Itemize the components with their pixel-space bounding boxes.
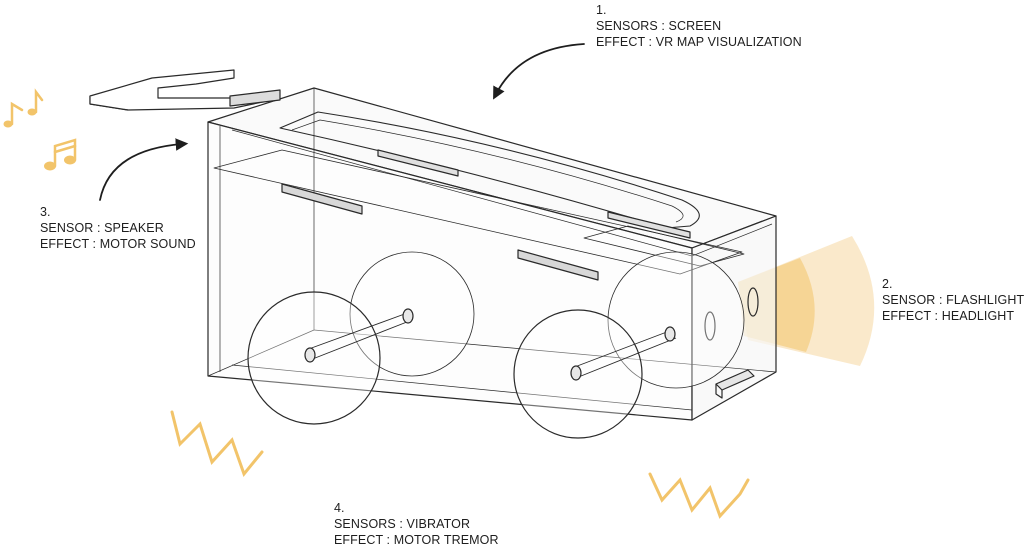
cart-body bbox=[207, 87, 777, 421]
callout-sensor: SENSOR : FLASHLIGHT bbox=[882, 293, 1024, 307]
arrow-speaker bbox=[99, 138, 189, 201]
callout-flashlight: 2. SENSOR : FLASHLIGHT EFFECT : HEADLIGH… bbox=[882, 276, 1024, 324]
callout-number: 1. bbox=[596, 3, 607, 17]
callout-number: 3. bbox=[40, 205, 51, 219]
callout-effect: EFFECT : MOTOR SOUND bbox=[40, 237, 196, 251]
callout-effect: EFFECT : MOTOR TREMOR bbox=[334, 533, 499, 547]
callout-number: 2. bbox=[882, 277, 893, 291]
callout-number: 4. bbox=[334, 501, 345, 515]
callout-arrows bbox=[99, 43, 585, 201]
callout-sensor: SENSORS : VIBRATOR bbox=[334, 517, 471, 531]
callout-speaker: 3. SENSOR : SPEAKER EFFECT : MOTOR SOUND bbox=[40, 204, 196, 252]
callout-effect: EFFECT : HEADLIGHT bbox=[882, 309, 1015, 323]
vibration-zigzag-icon bbox=[170, 410, 750, 519]
cart-handle bbox=[89, 69, 281, 111]
callout-sensor: SENSORS : SCREEN bbox=[596, 19, 722, 33]
callout-screen: 1. SENSORS : SCREEN EFFECT : VR MAP VISU… bbox=[596, 2, 802, 50]
arrow-screen bbox=[493, 43, 585, 100]
callout-sensor: SENSOR : SPEAKER bbox=[40, 221, 164, 235]
callout-effect: EFFECT : VR MAP VISUALIZATION bbox=[596, 35, 802, 49]
cart-wheels bbox=[247, 251, 745, 439]
wheel-front-far bbox=[607, 251, 745, 389]
music-notes-icon bbox=[3, 88, 77, 171]
callout-vibrator: 4. SENSORS : VIBRATOR EFFECT : MOTOR TRE… bbox=[334, 500, 499, 548]
